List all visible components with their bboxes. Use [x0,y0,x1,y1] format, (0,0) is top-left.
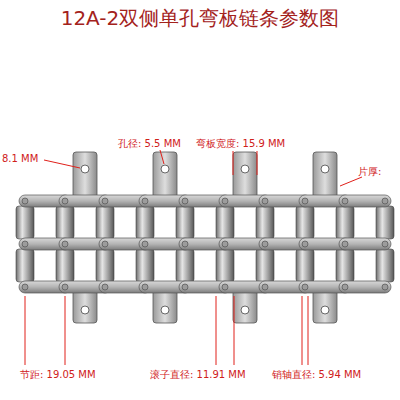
roller [376,249,394,282]
pin-head [302,198,308,204]
roller [256,206,274,239]
dimension-label: 孔径: 5.5 MM [118,138,181,150]
pin-head [22,284,28,290]
pin-head [142,241,148,247]
plate-hole [161,306,169,314]
roller [96,206,114,239]
roller [216,249,234,282]
roller [16,206,34,239]
pin-head [382,198,388,204]
leader-line [160,150,164,164]
dimension-line [234,296,235,365]
attachment-plate [153,290,177,323]
pin-head [62,284,68,290]
roller [296,249,314,282]
pin-head [22,241,28,247]
pin-head [142,284,148,290]
pin-head [102,284,108,290]
pin-head [182,241,188,247]
pin-head [62,198,68,204]
roller [136,249,154,282]
pin-head [342,241,348,247]
dimension-line [25,296,26,365]
title: 12A-2双侧单孔弯板链条参数图 [0,6,400,30]
roller [176,206,194,239]
roller [296,206,314,239]
dimension-line [302,296,303,365]
dimension-line [233,151,234,175]
plate-hole [321,306,329,314]
dimension-label: 销轴直径: 5.94 MM [272,369,361,381]
leader-line [340,177,362,186]
attachment-plate [313,152,337,200]
attachment-plate [73,290,97,323]
dimension-label: 弯板宽度: 15.9 MM [196,138,285,150]
dimension-label: 片厚: [358,166,381,178]
pin-head [382,241,388,247]
roller [256,249,274,282]
pin-head [262,198,268,204]
dimension-lines [25,150,362,365]
roller [16,249,34,282]
roller [216,206,234,239]
link-plate [339,238,391,250]
roller [176,249,194,282]
roller [136,206,154,239]
dimension-line [308,296,309,365]
pin-head [102,198,108,204]
plate-hole [161,165,169,173]
plate-hole [81,306,89,314]
plate-hole [321,165,329,173]
pin-head [342,284,348,290]
pin-head [262,241,268,247]
dimension-line [257,151,258,175]
dimension-label: 8.1 MM [2,153,38,165]
pin-head [302,284,308,290]
pin-head [222,241,228,247]
pin-head [62,241,68,247]
pin-head [382,284,388,290]
pin-head [22,198,28,204]
dimension-line [65,296,66,365]
pin-head [222,284,228,290]
pin-head [302,241,308,247]
chain-body [16,152,394,323]
roller [376,206,394,239]
pin-head [342,198,348,204]
attachment-plate [313,290,337,323]
plate-hole [241,306,249,314]
roller [96,249,114,282]
link-plate [339,281,391,293]
pin-head [222,198,228,204]
dimension-line [216,296,217,365]
attachment-plate [73,152,97,200]
link-plate [339,195,391,207]
pin-head [262,284,268,290]
roller [336,206,354,239]
attachment-plate [233,290,257,323]
attachment-plate [233,152,257,200]
roller [336,249,354,282]
dimension-label: 节距: 19.05 MM [20,369,96,381]
roller [56,249,74,282]
pin-head [182,284,188,290]
plate-hole [81,165,89,173]
pin-head [142,198,148,204]
attachment-plate [153,152,177,200]
dimension-label: 滚子直径: 11.91 MM [150,369,246,381]
leader-line [44,160,80,168]
pin-head [182,198,188,204]
pin-head [102,241,108,247]
plate-hole [241,165,249,173]
roller [56,206,74,239]
